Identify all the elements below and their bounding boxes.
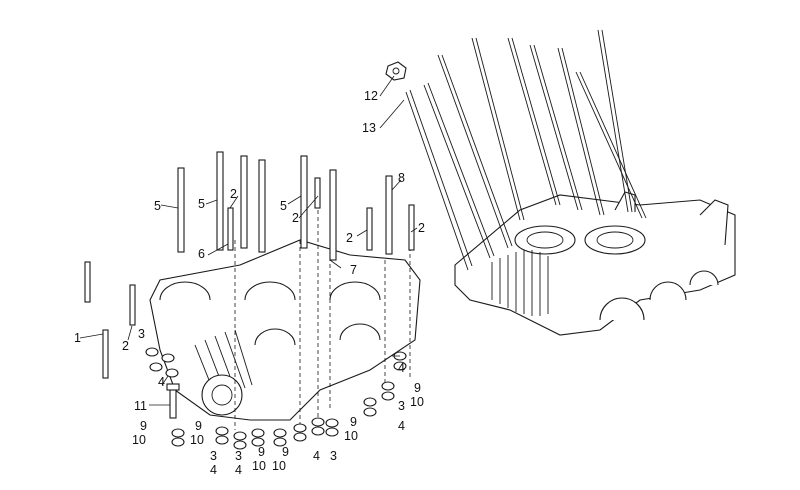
- callout-11: 11: [134, 399, 147, 413]
- leader-lines: [79, 75, 418, 406]
- callout-5: 5: [198, 197, 205, 211]
- callout-3: 3: [210, 449, 217, 463]
- callout-2: 2: [292, 211, 299, 225]
- head-studs-assembled: [405, 29, 647, 271]
- nuts-and-washers: [145, 347, 407, 450]
- callout-5: 5: [280, 199, 287, 213]
- callout-3: 3: [138, 327, 145, 341]
- callout-6: 6: [198, 247, 205, 261]
- callout-5: 5: [154, 199, 161, 213]
- callout-2: 2: [122, 339, 129, 353]
- callout-4: 4: [210, 463, 217, 477]
- callout-8: 8: [398, 171, 405, 185]
- assembled-crankcase: [385, 29, 736, 336]
- crankcase-studs: [84, 151, 415, 379]
- callout-9: 9: [258, 445, 265, 459]
- callout-3: 3: [235, 449, 242, 463]
- callout-4: 4: [398, 361, 405, 375]
- callout-9: 9: [195, 419, 202, 433]
- callout-3: 3: [330, 449, 337, 463]
- callout-12: 12: [364, 89, 378, 103]
- callout-10: 10: [252, 459, 266, 473]
- callout-1: 1: [74, 331, 81, 345]
- callout-10: 10: [190, 433, 204, 447]
- callout-10: 10: [132, 433, 146, 447]
- crankcase-half: [149, 210, 421, 430]
- callout-labels: 1 2 2 2 2 2 3 3 3 3 3 4 4 4 4 4 4 5 5 5 …: [74, 89, 425, 477]
- callout-3: 3: [398, 399, 405, 413]
- callout-2: 2: [418, 221, 425, 235]
- callout-10: 10: [344, 429, 358, 443]
- front-cover-boss: [201, 374, 243, 416]
- bolt-11: [166, 383, 180, 419]
- callout-2: 2: [346, 231, 353, 245]
- callout-10: 10: [410, 395, 424, 409]
- callout-10: 10: [272, 459, 286, 473]
- callout-13: 13: [362, 121, 376, 135]
- callout-4: 4: [158, 375, 165, 389]
- callout-7: 7: [350, 263, 357, 277]
- callout-9: 9: [140, 419, 147, 433]
- callout-4: 4: [313, 449, 320, 463]
- callout-9: 9: [282, 445, 289, 459]
- callout-9: 9: [414, 381, 421, 395]
- callout-4: 4: [235, 463, 242, 477]
- callout-4: 4: [398, 419, 405, 433]
- callout-9: 9: [350, 415, 357, 429]
- cooling-fins-right: [491, 250, 549, 316]
- callout-2: 2: [230, 187, 237, 201]
- stud-nut-12: [385, 61, 407, 81]
